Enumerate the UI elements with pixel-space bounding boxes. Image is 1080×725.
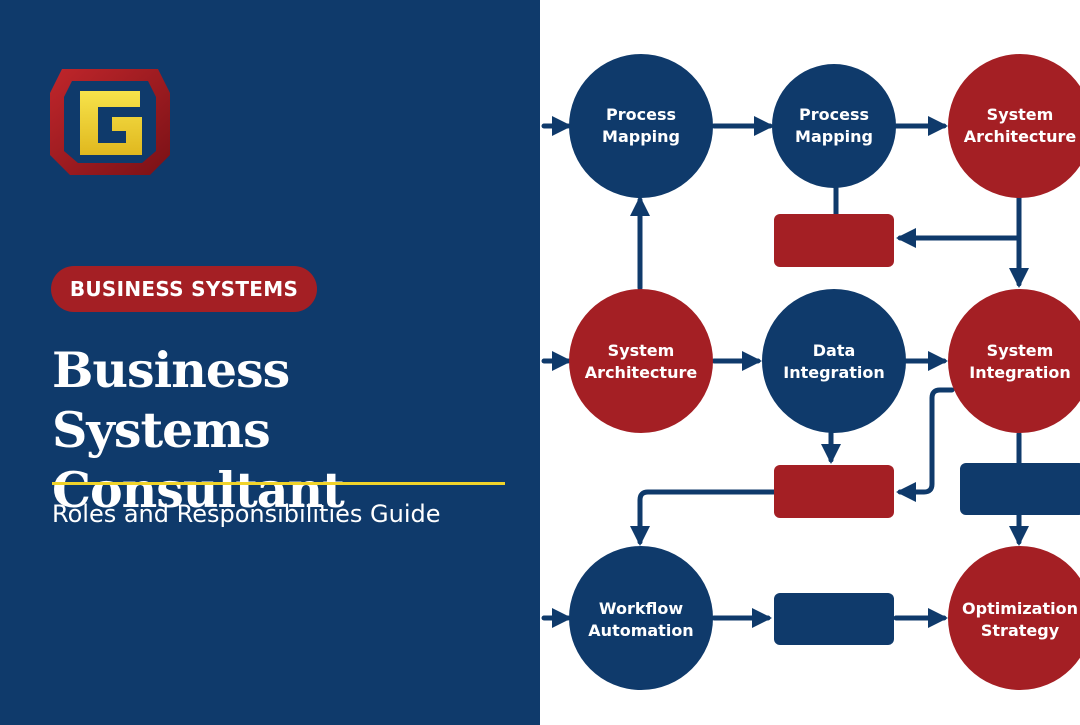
title-line-2: Consultant — [52, 461, 345, 519]
node-workflow-automation: Workflow Automation — [569, 546, 713, 690]
process-step-box — [774, 593, 894, 645]
node-label-line-2: Mapping — [795, 127, 873, 146]
node-label-line-2: Architecture — [964, 127, 1077, 146]
flow-arrow — [630, 489, 779, 546]
node-label-line-2: Automation — [588, 621, 693, 640]
node-label-line-1: Process — [799, 105, 869, 124]
node-label-line-2: Integration — [969, 363, 1071, 382]
node-label-line-2: Strategy — [981, 621, 1060, 640]
node-label-line-2: Integration — [783, 363, 885, 382]
company-logo — [50, 69, 170, 175]
node-label-line-1: Optimization — [962, 599, 1078, 618]
node-data-integration: Data Integration — [762, 289, 906, 433]
process-flow-diagram: Process Mapping Process Mapping System A… — [541, 54, 1080, 690]
node-system-architecture-2: System Architecture — [569, 289, 713, 433]
node-label-line-1: System — [987, 341, 1054, 360]
node-process-mapping-1: Process Mapping — [569, 54, 713, 198]
node-label-line-1: System — [987, 105, 1054, 124]
category-badge: BUSINESS SYSTEMS — [51, 266, 317, 312]
node-label-line-1: Process — [606, 105, 676, 124]
left-panel: BUSINESS SYSTEMS Business Systems Consul… — [0, 0, 540, 725]
node-label-line-1: Data — [813, 341, 856, 360]
title-divider — [52, 482, 505, 485]
flow-arrow — [896, 387, 955, 502]
node-label-line-1: System — [608, 341, 675, 360]
page-title: Business Systems Consultant — [52, 340, 522, 520]
node-process-mapping-2: Process Mapping — [772, 64, 896, 188]
node-label-line-2: Architecture — [585, 363, 698, 382]
flow-arrow — [896, 195, 1022, 248]
node-label-line-2: Mapping — [602, 127, 680, 146]
title-line-1: Business Systems — [52, 341, 290, 459]
process-step-box — [774, 465, 894, 518]
node-system-integration: System Integration — [948, 289, 1080, 433]
process-step-box — [960, 463, 1080, 515]
node-system-architecture-1: System Architecture — [948, 54, 1080, 198]
node-label-line-1: Workflow — [599, 599, 683, 618]
page-subtitle: Roles and Responsibilities Guide — [52, 500, 441, 528]
process-step-box — [774, 214, 894, 267]
node-optimization-strategy: Optimization Strategy — [948, 546, 1080, 690]
